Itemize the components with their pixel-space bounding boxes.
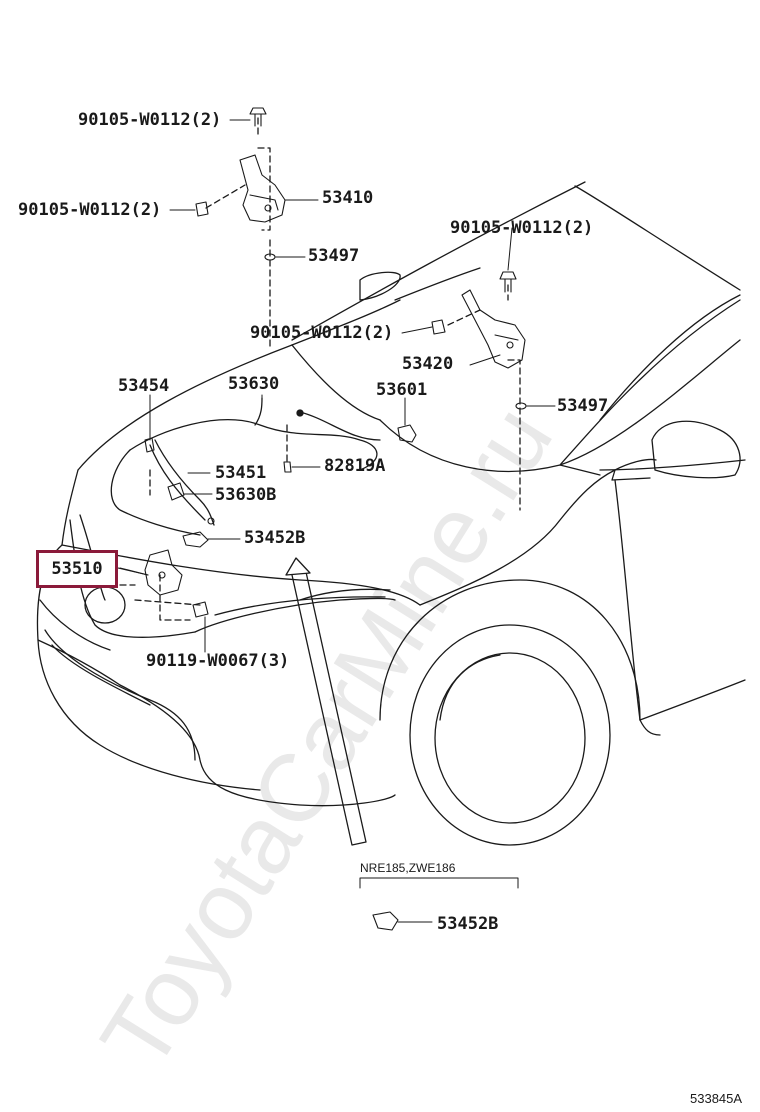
label-bolt-lock: 90119-W0067(3) <box>146 651 290 671</box>
label-bolt-right-top: 90105-W0112(2) <box>450 218 594 238</box>
figure-id: 533845A <box>690 1091 743 1106</box>
dashed-guides <box>119 117 521 621</box>
part-sketches <box>119 107 527 931</box>
label-grommet-variant: 53452B <box>437 914 499 934</box>
label-cushion: 53601 <box>376 380 428 400</box>
label-stay: 53451 <box>215 463 267 483</box>
label-bolt-right-mid: 90105-W0112(2) <box>250 323 394 343</box>
label-washer-right: 53497 <box>557 396 609 416</box>
label-hinge-left: 53410 <box>322 188 374 208</box>
variant-bracket <box>359 877 519 889</box>
label-grommet: 53452B <box>244 528 306 548</box>
label-hood-lock-highlighted[interactable]: 53510 <box>36 550 118 588</box>
label-bolt-left: 90105-W0112(2) <box>18 200 162 220</box>
label-lock-cable: 53630 <box>228 374 280 394</box>
car-body <box>36 181 746 846</box>
label-hood-insulator: 53454 <box>118 376 170 396</box>
leader-lines <box>117 119 556 923</box>
variant-note: NRE185,ZWE186 <box>360 861 456 875</box>
label-bolt-top: 90105-W0112(2) <box>78 110 222 130</box>
variant-arrow <box>285 557 367 846</box>
label-hinge-right: 53420 <box>402 354 454 374</box>
label-clamp: 82819A <box>324 456 386 476</box>
lock-cable <box>149 409 381 526</box>
label-clip-cable: 53630B <box>215 485 277 505</box>
label-washer-left: 53497 <box>308 246 360 266</box>
